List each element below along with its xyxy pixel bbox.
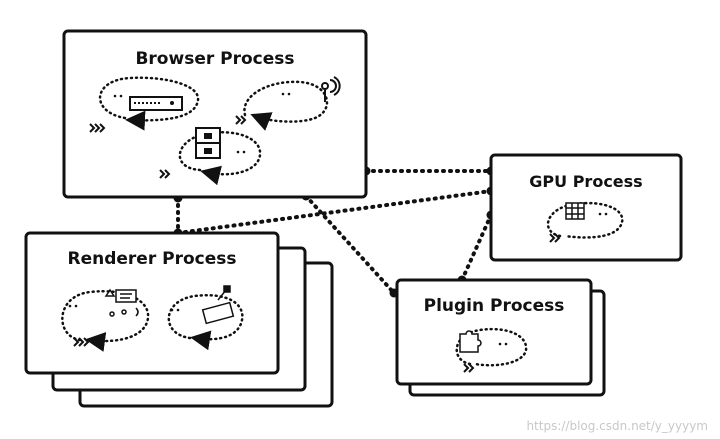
chevron-marks: [89, 115, 247, 179]
connector-browser-plugin: [304, 194, 396, 295]
connector-gpu-plugin: [460, 213, 493, 282]
chevron-marks: [73, 337, 90, 347]
connections: [176, 169, 493, 295]
browser-loops: [98, 76, 329, 186]
gpu-process-title: GPU Process: [529, 172, 642, 191]
renderer-tools-icon: [104, 288, 139, 317]
plugin-process-stack: Plugin Process: [395, 278, 606, 397]
renderer-process-stack: Renderer Process: [24, 231, 334, 408]
plugin-loop: [455, 327, 528, 367]
gpu-chip-icon: [565, 202, 585, 220]
gpu-loop: [546, 201, 624, 239]
network-icon: [129, 96, 183, 111]
plugin-process-box: [395, 278, 593, 386]
gpu-process-box: GPU Process: [489, 153, 683, 262]
storage-icon: [195, 127, 221, 159]
plugin-process-title: Plugin Process: [424, 296, 565, 316]
browser-process-title: Browser Process: [135, 49, 294, 69]
plugin-puzzle-icon: [459, 330, 482, 353]
browser-process-box: Browser Process: [62, 29, 368, 199]
face-doodles: [68, 304, 180, 312]
watermark-url: https://blog.csdn.net/y_yyyym: [526, 419, 708, 433]
paint-brush-icon: [201, 285, 235, 325]
face-doodles: [113, 92, 291, 154]
radio-antenna-icon: [321, 76, 341, 102]
renderer-loops: [61, 290, 244, 352]
renderer-process-title: Renderer Process: [67, 249, 236, 269]
